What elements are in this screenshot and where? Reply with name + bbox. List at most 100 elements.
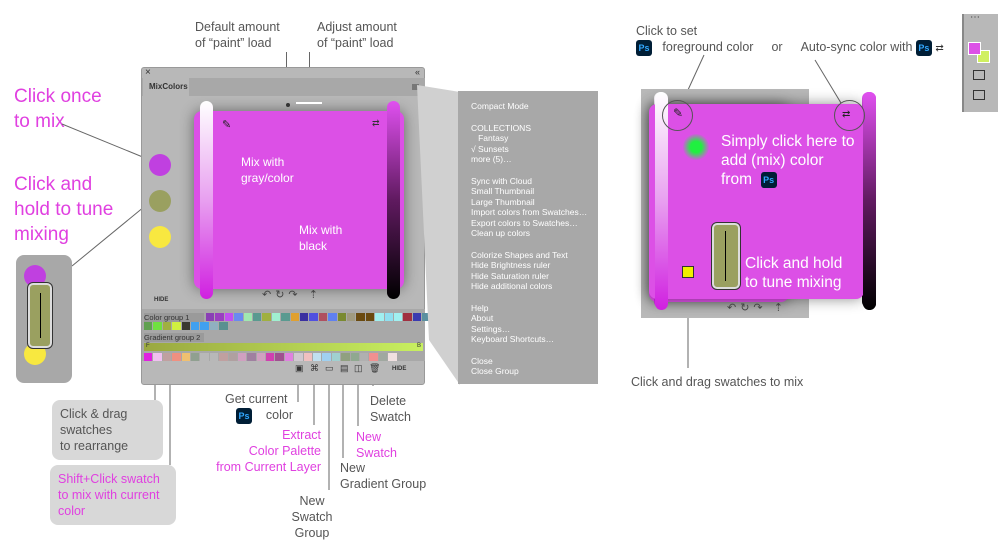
- menu-item[interactable]: Clean up colors: [471, 228, 531, 238]
- new-gradient-group-icon[interactable]: ▤: [340, 363, 349, 373]
- color-swatch[interactable]: [359, 353, 369, 361]
- tune-slider[interactable]: [712, 223, 740, 289]
- delete-swatch-icon[interactable]: 🗑: [369, 363, 381, 373]
- menu-item[interactable]: √ Sunsets: [471, 143, 509, 154]
- menu-item[interactable]: COLLECTIONS: [471, 122, 531, 133]
- menu-item[interactable]: Large Thumbnail: [471, 196, 535, 207]
- color-swatch[interactable]: [318, 313, 328, 321]
- menu-item[interactable]: Hide additional colors: [471, 281, 553, 291]
- menu-item[interactable]: About: [471, 313, 494, 323]
- color-swatch[interactable]: [215, 313, 224, 321]
- paint-load-slider[interactable]: [296, 102, 322, 104]
- color-swatch[interactable]: [237, 353, 247, 361]
- color-swatch[interactable]: [309, 313, 318, 321]
- color-swatch[interactable]: [403, 313, 412, 321]
- hide-button[interactable]: HIDE: [154, 297, 169, 303]
- quick-mask-icon[interactable]: [973, 70, 985, 80]
- color-swatch[interactable]: [253, 313, 262, 321]
- color-swatch[interactable]: [294, 353, 303, 361]
- color-swatch[interactable]: [190, 322, 200, 330]
- brightness-ruler[interactable]: [863, 92, 876, 310]
- color-swatch[interactable]: [328, 313, 337, 321]
- menu-item[interactable]: Settings…: [471, 323, 511, 334]
- menu-item[interactable]: Close: [471, 355, 493, 366]
- menu-item[interactable]: Import colors from Swatches…: [471, 207, 588, 217]
- color-swatch[interactable]: [162, 353, 172, 361]
- menu-item[interactable]: Export colors to Swatches…: [471, 217, 578, 228]
- color-swatch[interactable]: [144, 353, 153, 361]
- menu-item[interactable]: Sync with Cloud: [471, 175, 532, 186]
- eyedropper-icon[interactable]: ✎: [673, 106, 684, 120]
- color-swatch[interactable]: [209, 322, 219, 330]
- color-swatch[interactable]: [290, 313, 299, 321]
- color-swatch[interactable]: [375, 313, 384, 321]
- tune-slider[interactable]: [28, 283, 52, 348]
- color-swatch[interactable]: [341, 353, 350, 361]
- hide-swatches-button[interactable]: HIDE: [392, 366, 407, 372]
- color-swatch[interactable]: [271, 313, 281, 321]
- color-swatch[interactable]: [144, 322, 153, 330]
- menu-item[interactable]: Keyboard Shortcuts…: [471, 334, 555, 344]
- menu-item[interactable]: Compact Mode: [471, 101, 529, 111]
- color-swatch[interactable]: [275, 353, 284, 361]
- undo-redo-icons[interactable]: ↶↻↷ ⇡: [262, 289, 322, 301]
- color-swatch[interactable]: [356, 313, 365, 321]
- foreground-color-swatch[interactable]: [968, 42, 981, 55]
- color-swatch[interactable]: [172, 322, 181, 330]
- color-swatch[interactable]: [256, 353, 266, 361]
- color-swatch[interactable]: [206, 313, 215, 321]
- color-swatch[interactable]: [228, 353, 237, 361]
- panel-menu-icon[interactable]: [412, 84, 419, 90]
- swatch-circle[interactable]: [24, 343, 46, 365]
- dragged-swatch[interactable]: [682, 266, 694, 278]
- sync-icon[interactable]: ⇄: [372, 118, 380, 128]
- color-swatch[interactable]: [284, 353, 294, 361]
- color-swatch[interactable]: [393, 313, 403, 321]
- color-swatch[interactable]: [200, 322, 209, 330]
- saturation-ruler[interactable]: [655, 92, 668, 310]
- tab-mixcolors[interactable]: MixColors: [143, 78, 189, 96]
- color-swatch[interactable]: [303, 353, 313, 361]
- color-swatch[interactable]: [200, 353, 209, 361]
- color-swatch[interactable]: [224, 313, 234, 321]
- sync-icon[interactable]: ⇄: [842, 109, 851, 120]
- color-swatch[interactable]: [162, 322, 172, 330]
- color-swatch[interactable]: [262, 313, 271, 321]
- color-swatch[interactable]: [219, 322, 228, 330]
- color-swatch[interactable]: [365, 313, 375, 321]
- color-swatch[interactable]: [190, 353, 200, 361]
- color-swatch[interactable]: [172, 353, 181, 361]
- menu-item[interactable]: Hide Saturation ruler: [471, 270, 549, 281]
- mixing-area[interactable]: [194, 111, 404, 289]
- color-swatch[interactable]: [234, 313, 243, 321]
- menu-item[interactable]: Small Thumbnail: [471, 186, 535, 196]
- color-swatch[interactable]: [412, 313, 422, 321]
- mix-swatch[interactable]: [149, 154, 171, 176]
- color-swatch[interactable]: [313, 353, 322, 361]
- menu-item[interactable]: Fantasy: [471, 133, 509, 143]
- saturation-ruler[interactable]: [200, 101, 213, 299]
- color-swatch[interactable]: [181, 322, 190, 330]
- extract-palette-icon[interactable]: ⌘: [310, 363, 319, 373]
- group-label[interactable]: Gradient group 2: [144, 333, 204, 342]
- color-swatch[interactable]: [384, 313, 393, 321]
- color-swatch[interactable]: [209, 353, 219, 361]
- color-swatch[interactable]: [331, 353, 341, 361]
- mix-swatch[interactable]: [149, 226, 171, 248]
- collapse-icon[interactable]: «: [414, 67, 420, 77]
- swatch-circle[interactable]: [24, 265, 46, 287]
- color-swatch[interactable]: [388, 353, 397, 361]
- eyedropper-icon[interactable]: ✎: [222, 119, 232, 131]
- undo-redo-icons[interactable]: ↶↻↷ ⇡: [727, 302, 787, 314]
- color-swatch[interactable]: [378, 353, 388, 361]
- color-swatch[interactable]: [153, 353, 162, 361]
- menu-item[interactable]: Colorize Shapes and Text: [471, 249, 568, 260]
- color-swatch[interactable]: [153, 322, 162, 330]
- new-swatch-icon[interactable]: ◫: [354, 363, 363, 373]
- brightness-ruler[interactable]: [387, 101, 400, 299]
- menu-item[interactable]: Hide Brightness ruler: [471, 260, 551, 270]
- color-swatch[interactable]: [346, 313, 356, 321]
- color-swatch[interactable]: [422, 313, 431, 321]
- get-current-color-icon[interactable]: ▣: [295, 363, 304, 373]
